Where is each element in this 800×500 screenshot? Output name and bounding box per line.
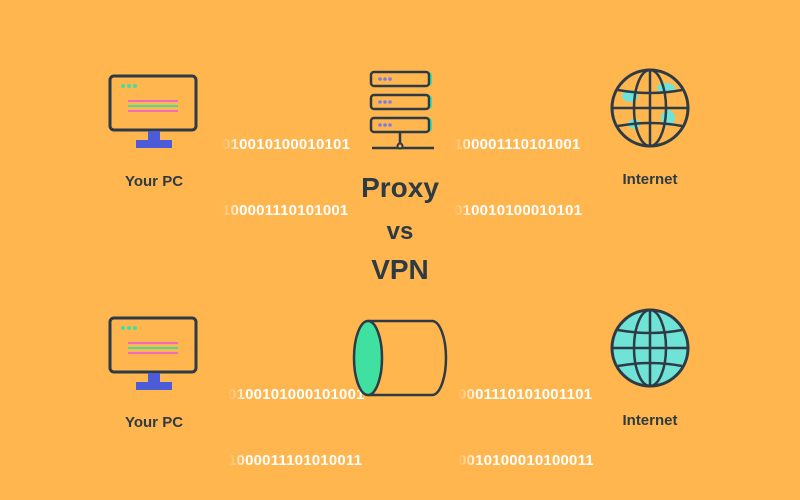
top-left-binary: 010010100010101 100001110101001 (222, 90, 350, 244)
globe-icon (610, 68, 690, 148)
bottom-left-binary: 0100101000101001 1000011101010011 (228, 340, 365, 494)
binary-line: 0001110101001101 (458, 386, 593, 403)
binary-line: 1000011101010011 (228, 452, 363, 469)
top-internet-label: Internet (622, 171, 678, 188)
binary-line: 0010100010100011 (458, 452, 594, 469)
pc-icon (108, 74, 198, 148)
bottom-pc-label: Your PC (124, 414, 184, 431)
vpn-tunnel-icon (352, 319, 448, 397)
top-right-binary: 100001110101001 010010100010101 (454, 90, 582, 244)
bottom-internet-label: Internet (622, 412, 678, 429)
server-stack-icon (369, 70, 434, 150)
vs-title: vs (386, 218, 414, 245)
binary-line: 0100101000101001 (228, 386, 365, 403)
pc-icon (108, 316, 198, 390)
top-pc-label: Your PC (124, 173, 184, 190)
proxy-title: Proxy (361, 172, 439, 203)
binary-line: 100001110101001 (222, 202, 349, 219)
binary-line: 010010100010101 (222, 136, 351, 153)
bottom-right-binary: 0001110101001101 0010100010100011 (458, 340, 594, 494)
globe-icon (610, 308, 690, 388)
vpn-title: VPN (371, 254, 429, 285)
binary-line: 010010100010101 (454, 202, 583, 219)
binary-line: 100001110101001 (454, 136, 581, 153)
